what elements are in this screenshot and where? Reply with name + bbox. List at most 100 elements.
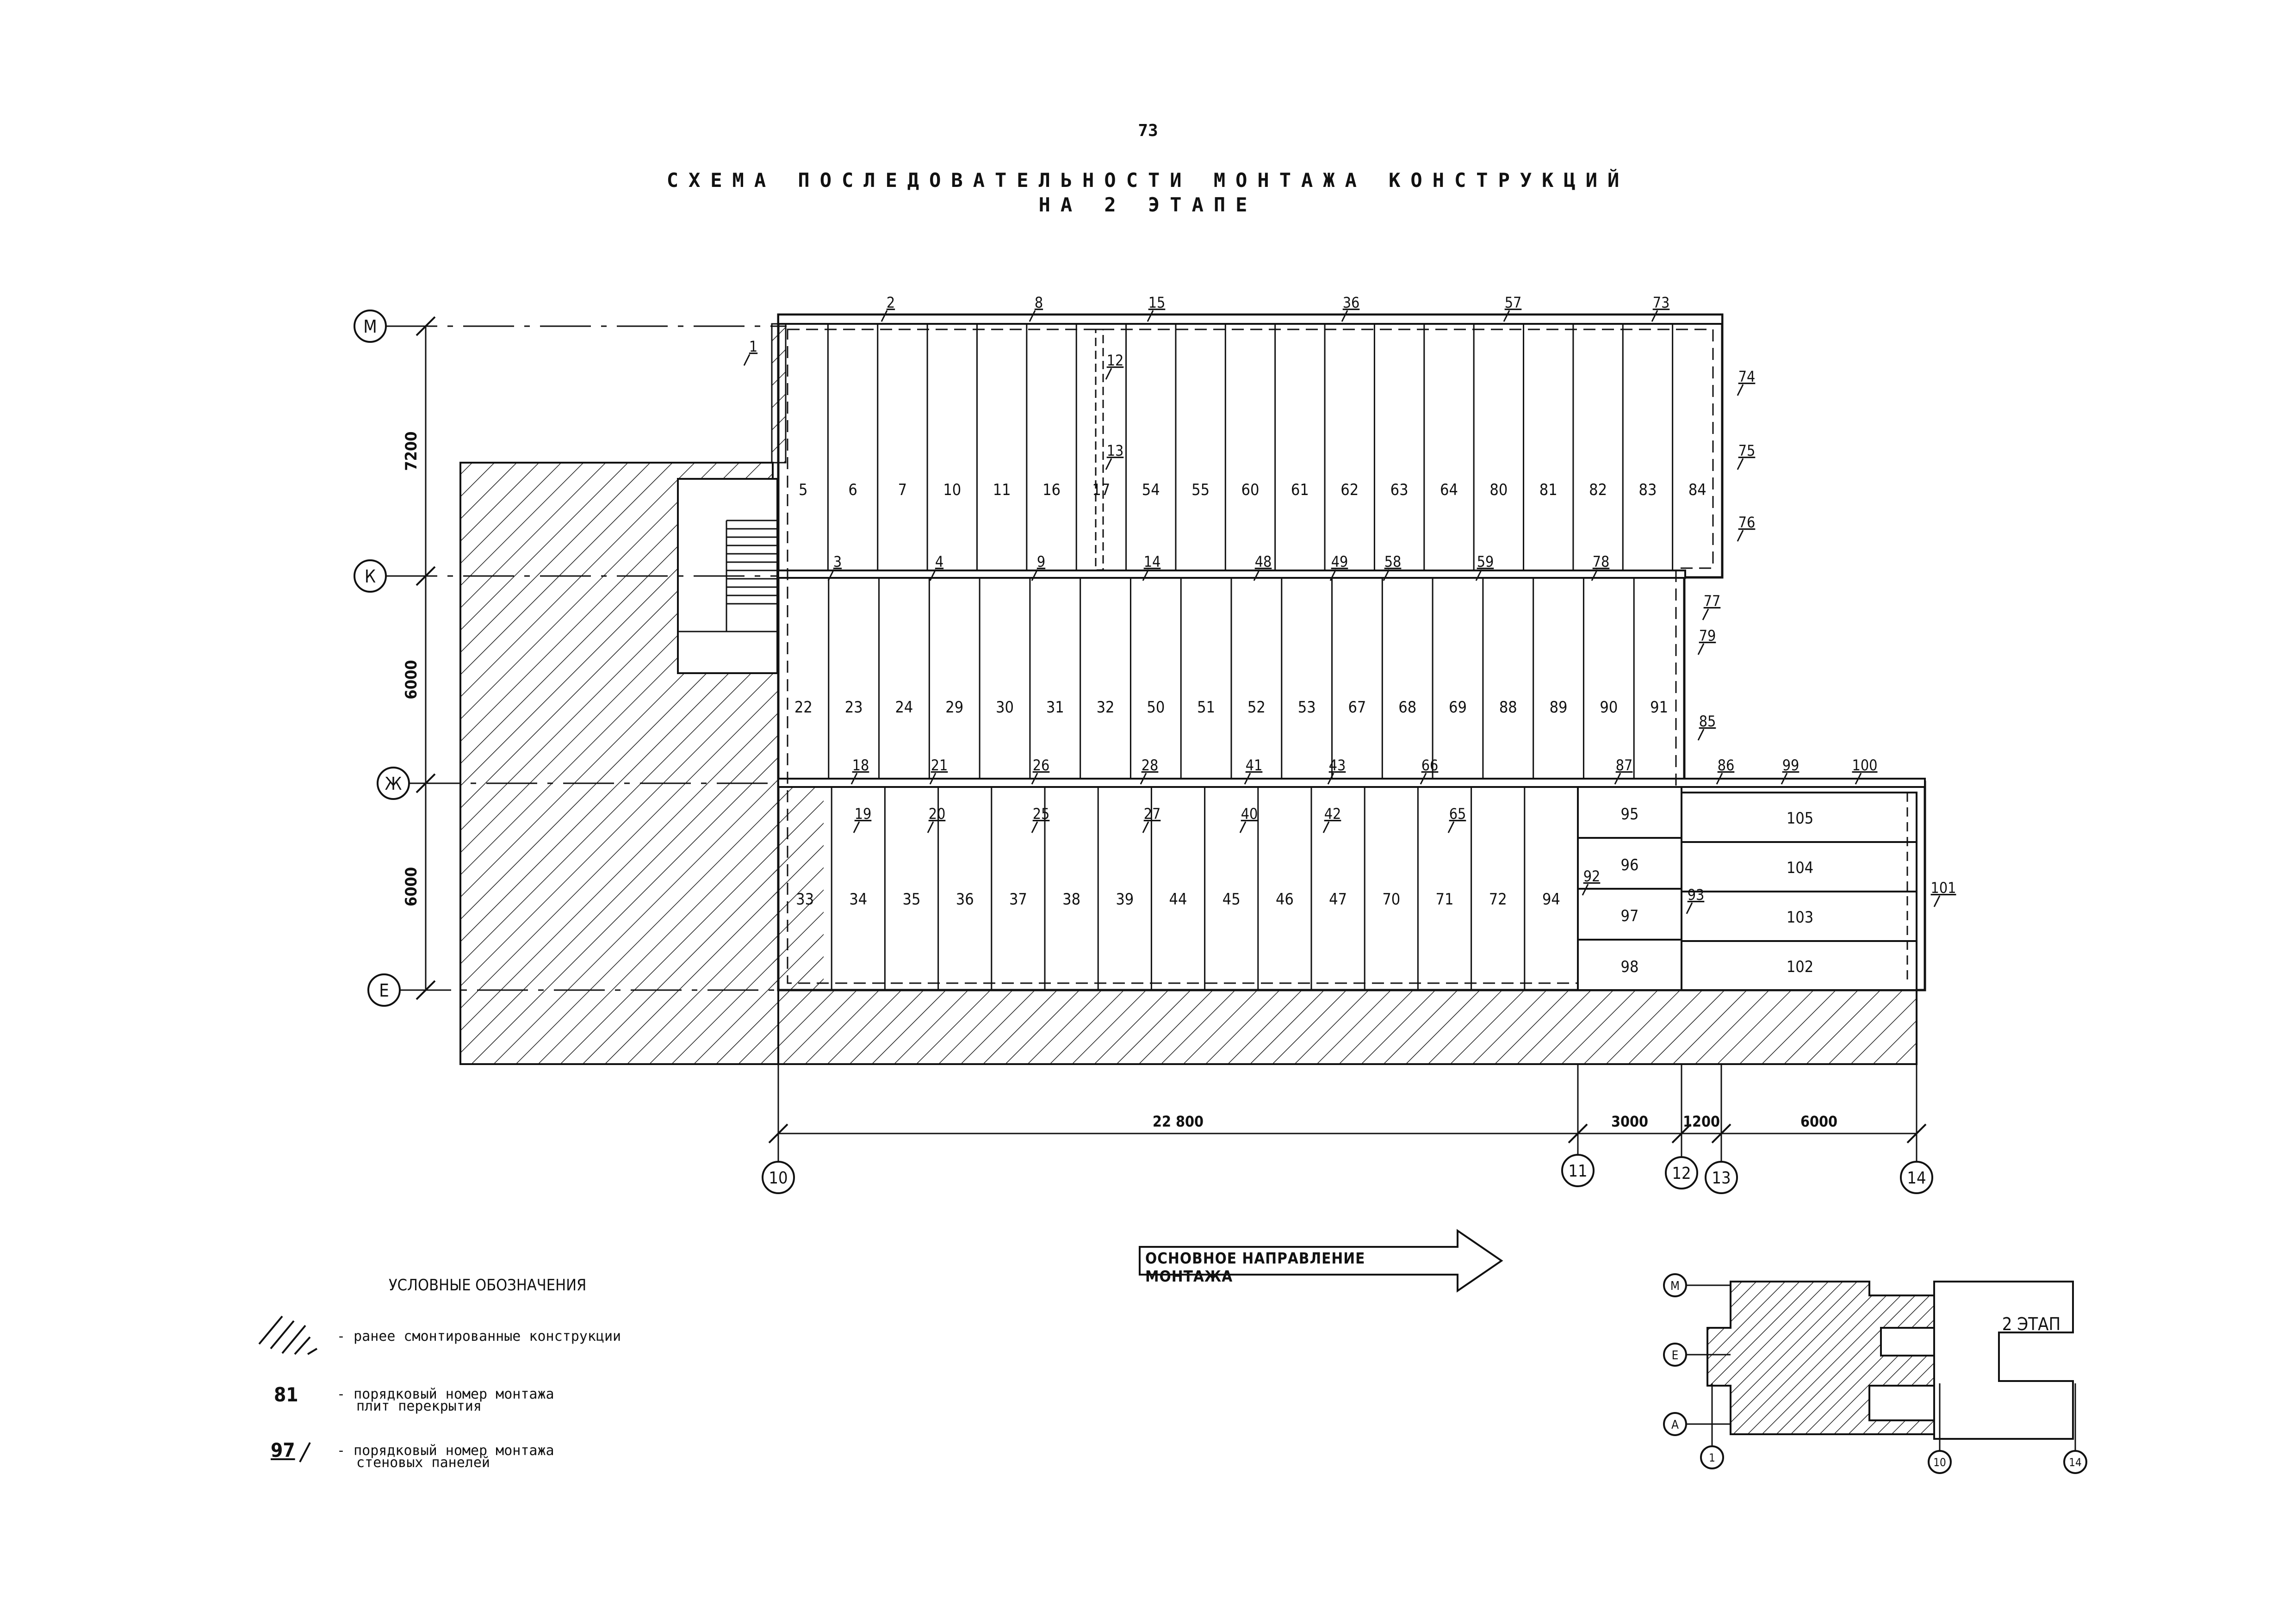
slab-label: 103 xyxy=(1787,908,1813,927)
slab-label: 24 xyxy=(895,698,913,717)
slab-label: 23 xyxy=(845,698,863,717)
dim-label-vertical: 7200 xyxy=(402,431,421,471)
axis-label-col: 10 xyxy=(769,1169,788,1188)
slab-label: 46 xyxy=(1276,890,1294,909)
legend-slab-example: 81 xyxy=(274,1383,298,1406)
dim-label-horizontal: 3000 xyxy=(1611,1113,1648,1130)
legend-slab-text-1: - порядковый номер монтажа xyxy=(337,1386,554,1402)
wall-leader xyxy=(1475,569,1483,581)
wall-leader xyxy=(1737,384,1744,396)
wall-leader xyxy=(1697,643,1705,655)
wall-leader xyxy=(1503,310,1510,322)
keyplan-bubble-row xyxy=(1663,1343,1687,1367)
slab-label: 72 xyxy=(1489,890,1507,909)
direction-arrow xyxy=(1139,1229,1503,1293)
wall-label: 18 xyxy=(852,756,869,774)
keyplan-bubble-col xyxy=(1700,1445,1724,1469)
slab-label: 35 xyxy=(903,890,921,909)
axis-label-row: М xyxy=(363,316,377,337)
slab-label: 54 xyxy=(1142,481,1160,499)
wall-leader xyxy=(1420,773,1427,785)
keyplan-bubble-row xyxy=(1663,1273,1687,1297)
keyplan-stage-label: 2 ЭТАП xyxy=(2002,1314,2060,1334)
wall-label: 26 xyxy=(1033,756,1050,774)
slab-label: 52 xyxy=(1247,698,1266,717)
wall-label: 92 xyxy=(1583,867,1601,885)
keyplan-stage2 xyxy=(1933,1281,2074,1440)
dim-label-horizontal: 22 800 xyxy=(1153,1113,1204,1130)
wall-label: 78 xyxy=(1593,553,1610,570)
wall-leader xyxy=(929,569,937,581)
wall-axis-zh xyxy=(777,778,1926,788)
wall-leader xyxy=(1447,821,1455,833)
wall-leader xyxy=(1239,821,1247,833)
keyplan-bubble-col xyxy=(2063,1450,2087,1474)
slab-label: 33 xyxy=(796,890,814,909)
wall-leader xyxy=(1244,773,1251,785)
slab-label: 63 xyxy=(1390,481,1409,499)
wall-label: 100 xyxy=(1852,756,1878,774)
wall-axis-k xyxy=(777,570,1686,579)
slab-label: 16 xyxy=(1043,481,1061,499)
dim-label-vertical: 6000 xyxy=(402,867,421,906)
wall-label: 14 xyxy=(1144,553,1161,570)
wall-label: 21 xyxy=(931,756,948,774)
slab-label: 84 xyxy=(1688,481,1706,499)
wall-label: 93 xyxy=(1688,886,1705,904)
wall-label: 9 xyxy=(1037,553,1045,570)
axis-bubble-row xyxy=(354,559,387,593)
dim-tick xyxy=(1711,1123,1731,1144)
slab-label: 94 xyxy=(1542,890,1560,909)
slab-label: 29 xyxy=(945,698,963,717)
axis-label-col: 12 xyxy=(1672,1164,1691,1183)
wall-leader xyxy=(1142,821,1149,833)
wall-leader xyxy=(850,773,858,785)
slab-label: 104 xyxy=(1787,859,1813,877)
wall-label: 86 xyxy=(1718,756,1735,774)
slab-label: 30 xyxy=(996,698,1014,717)
wall-leader xyxy=(1614,773,1621,785)
wall-leader xyxy=(1781,773,1788,785)
hatch-corner xyxy=(773,783,824,990)
slab-label: 39 xyxy=(1116,890,1134,909)
legend-title: УСЛОВНЫЕ ОБОЗНАЧЕНИЯ xyxy=(389,1276,587,1295)
title-line-1: СХЕМА ПОСЛЕДОВАТЕЛЬНОСТИ МОНТАЖА КОНСТРУ… xyxy=(666,169,1630,192)
slab-label: 44 xyxy=(1169,890,1187,909)
slab-label: 31 xyxy=(1046,698,1064,717)
wall-leader xyxy=(881,310,888,322)
axis-label-col: 11 xyxy=(1568,1162,1587,1181)
wall-leader xyxy=(743,354,751,366)
wall-leader xyxy=(1697,729,1705,741)
wall-label: 65 xyxy=(1449,805,1466,823)
wall-leader xyxy=(1029,310,1036,322)
dim-tick xyxy=(416,316,436,336)
wall-label: 28 xyxy=(1142,756,1159,774)
title-line-2: НА 2 ЭТАПЕ xyxy=(1038,193,1258,216)
wall-label: 12 xyxy=(1107,352,1124,369)
wall-leader xyxy=(929,773,937,785)
wall-leader xyxy=(1142,569,1149,581)
axis-label-row: К xyxy=(365,566,376,587)
dim-tick xyxy=(768,1123,788,1144)
wall-label: 99 xyxy=(1782,756,1800,774)
wall-label: 19 xyxy=(855,805,872,823)
wall-leader xyxy=(853,821,860,833)
keyplan-axis-label: 10 xyxy=(1933,1456,1946,1469)
wall-label: 15 xyxy=(1148,294,1166,311)
slab-label: 5 xyxy=(799,481,807,499)
wall-axis-m xyxy=(777,314,1723,325)
slab-label: 105 xyxy=(1787,809,1813,828)
slab-label: 55 xyxy=(1191,481,1210,499)
slab-label: 95 xyxy=(1621,805,1639,824)
slab-label: 10 xyxy=(943,481,961,499)
direction-arrow-label: ОСНОВНОЕ НАПРАВЛЕНИЕ МОНТАЖА xyxy=(1145,1249,1365,1285)
slab-label: 22 xyxy=(794,698,813,717)
wall-label: 42 xyxy=(1324,805,1341,823)
dim-tick xyxy=(416,980,436,1000)
axis-bubble-row xyxy=(367,973,401,1007)
slab-label: 64 xyxy=(1440,481,1458,499)
wall-label: 59 xyxy=(1477,553,1494,570)
slab-label: 61 xyxy=(1291,481,1309,499)
slab-label: 71 xyxy=(1436,890,1454,909)
